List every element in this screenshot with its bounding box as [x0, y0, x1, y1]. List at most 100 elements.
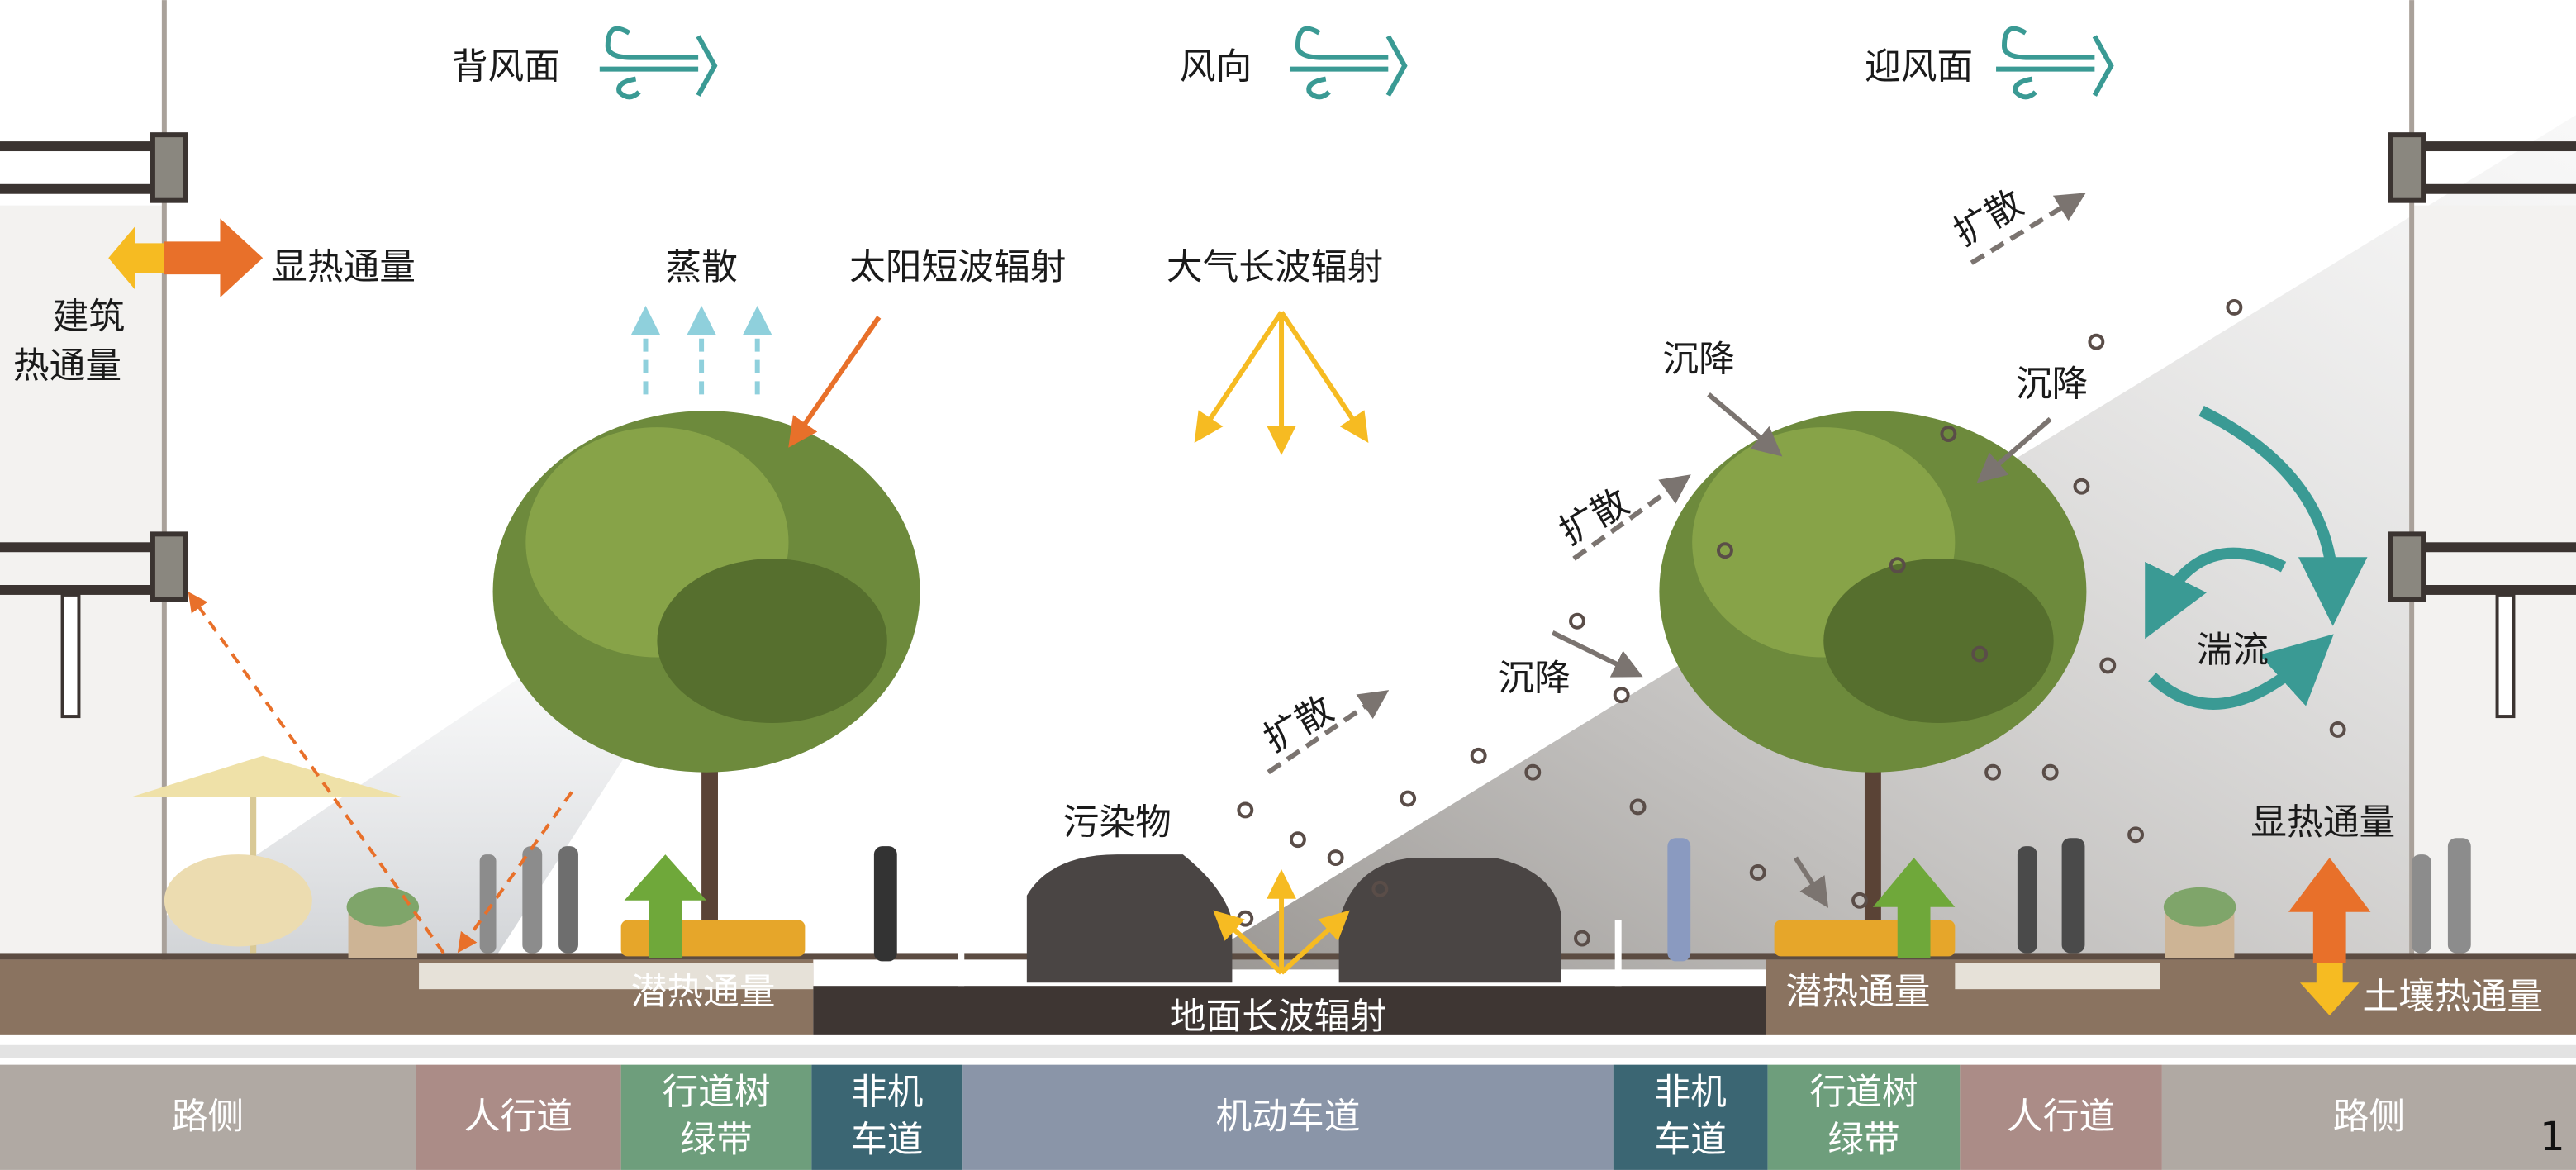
sensible-heat-label-left: 显热通量 — [271, 246, 416, 288]
reflection-arrow — [188, 592, 445, 954]
particle — [2088, 333, 2105, 350]
tree-right — [1659, 411, 2087, 954]
particle — [1400, 790, 1417, 807]
wind-icon — [1289, 26, 1408, 100]
particle — [1574, 930, 1590, 947]
building-right — [2388, 0, 2576, 962]
zone-fill — [416, 1064, 621, 1170]
pollutant-particles — [1237, 298, 2346, 947]
particle — [1889, 557, 1906, 574]
zone-fill — [962, 1064, 1614, 1170]
pedestrians — [479, 838, 2471, 962]
zone-fill — [2161, 1064, 2576, 1170]
zone-label: 行道树 — [1809, 1071, 1918, 1113]
latent-heat-arrows — [624, 854, 1956, 958]
leeward-label: 背风面 — [452, 46, 560, 88]
zone-segment: 机动车道 — [962, 1064, 1614, 1170]
figure-number: 1 — [2540, 1115, 2564, 1160]
zone-segment: 路侧 — [2161, 1064, 2576, 1170]
latent-heat-label-right: 潜热通量 — [1786, 971, 1931, 1013]
wind-icons — [599, 26, 2114, 100]
particle — [1569, 612, 1585, 630]
particle — [1851, 892, 1868, 909]
zone-label: 非机 — [1654, 1071, 1726, 1113]
evapotranspiration-arrows — [630, 305, 772, 395]
latent-heat-label-left: 潜热通量 — [631, 971, 776, 1013]
particle — [1237, 801, 1254, 819]
zone-label: 绿带 — [1827, 1119, 1899, 1161]
atmospheric-radiation-arrows — [1194, 311, 1369, 455]
building-left — [0, 0, 188, 962]
sensible-heat-arrow-right — [2288, 858, 2371, 1015]
wind-direction-label: 风向 — [1180, 46, 1252, 88]
sensible-heat-label-right: 显热通量 — [2250, 801, 2395, 844]
zone-fill — [620, 1064, 812, 1170]
windward-label: 迎风面 — [1865, 46, 1973, 88]
atmospheric-longwave-label: 大气长波辐射 — [1167, 246, 1383, 288]
deposition-label-3: 沉降 — [1499, 657, 1571, 699]
solar-shortwave-label: 太阳短波辐射 — [849, 246, 1066, 288]
zone-fill — [1767, 1064, 1961, 1170]
tree-left — [492, 411, 920, 954]
diffusion-label-3: 扩散 — [1946, 182, 2030, 254]
deposition-label-1: 沉降 — [1662, 338, 1734, 380]
zone-fill — [0, 1064, 416, 1170]
particle — [2041, 763, 2059, 781]
lane-posts — [958, 920, 1622, 987]
particle — [1717, 542, 1733, 559]
zone-label: 车道 — [1654, 1119, 1726, 1161]
building-heat-label-2: 热通量 — [13, 345, 121, 387]
particle — [1971, 645, 1989, 663]
particle — [1289, 831, 1306, 849]
cars — [1026, 854, 1561, 983]
particle — [1237, 910, 1254, 927]
umbrella-cafe — [131, 755, 403, 954]
zone-label: 路侧 — [2333, 1096, 2405, 1138]
particle — [1629, 798, 1647, 816]
soil-heat-label: 土壤热通量 — [2362, 976, 2543, 1018]
zone-label: 人行道 — [464, 1096, 573, 1138]
particle — [2099, 657, 2117, 674]
zone-label: 路侧 — [172, 1096, 244, 1138]
ground-longwave-label: 地面长波辐射 — [1170, 996, 1386, 1038]
particle — [1940, 426, 1957, 442]
sensible-heat-arrow-left — [108, 218, 264, 298]
zone-label: 非机 — [851, 1071, 923, 1113]
particle — [1749, 864, 1766, 881]
zone-label: 机动车道 — [1216, 1096, 1361, 1138]
zone-label: 绿带 — [680, 1119, 752, 1161]
particle — [1371, 880, 1389, 897]
zone-label: 行道树 — [662, 1071, 770, 1113]
ground-section — [0, 953, 2576, 1058]
zone-label: 车道 — [851, 1119, 923, 1161]
wind-icon — [599, 26, 718, 100]
wind-icon — [1996, 26, 2114, 100]
evapotranspiration-label: 蒸散 — [665, 246, 737, 288]
diffusion-arrows — [1267, 193, 2086, 775]
turbulence-arrows — [2145, 405, 2368, 710]
particle — [1613, 687, 1630, 704]
particle — [2073, 478, 2090, 495]
particle — [2226, 298, 2243, 316]
particle — [1470, 747, 1487, 764]
solar-radiation-arrow — [788, 316, 882, 448]
zone-segment: 人行道 — [416, 1064, 621, 1170]
particle — [1524, 763, 1542, 781]
particle — [2329, 721, 2346, 738]
zone-fill — [811, 1064, 963, 1170]
pollutant-label: 污染物 — [1063, 801, 1172, 844]
deposition-label-2: 沉降 — [2016, 363, 2088, 405]
zone-segment: 路侧 — [0, 1064, 416, 1170]
zone-bar: 路侧人行道行道树绿带非机车道机动车道非机车道行道树绿带人行道路侧 — [0, 1064, 2576, 1170]
particle — [2127, 826, 2145, 844]
zone-fill — [1960, 1064, 2162, 1170]
zone-fill — [1613, 1064, 1768, 1170]
zone-segment: 人行道 — [1960, 1064, 2162, 1170]
zone-label: 人行道 — [2007, 1096, 2115, 1138]
particle — [1984, 763, 2002, 781]
